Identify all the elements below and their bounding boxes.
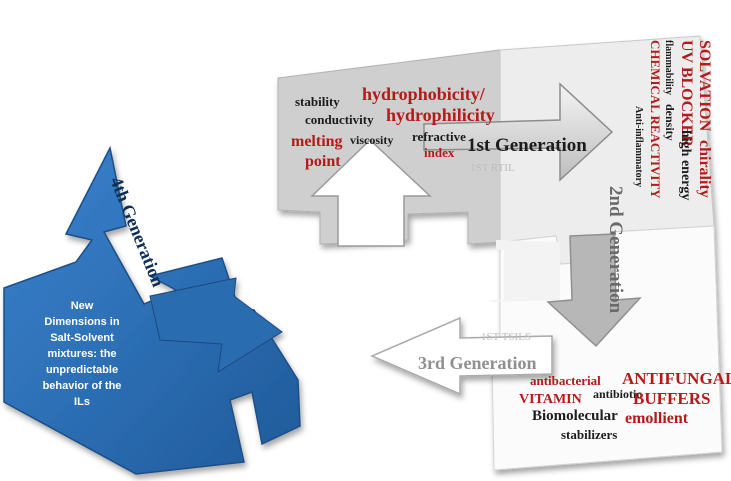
word-flammability: flammability <box>663 40 674 95</box>
word-index: index <box>424 145 455 160</box>
gen3-title: 3rd Generation <box>418 353 537 373</box>
gen4-inner-arrow <box>149 277 283 373</box>
word-uv-blocker: UV BLOCKER <box>678 40 695 147</box>
gen4-description: New Dimensions in Salt-Solvent mixtures:… <box>43 300 122 408</box>
gen4-line-6: behavior of the <box>43 380 122 392</box>
gen4-line-5: unpredictable <box>46 364 118 376</box>
gen4-line-1: New <box>71 300 94 312</box>
word-biomolecular: Biomolecular <box>532 408 618 424</box>
gen3-properties: antibacterial ANTIFUNGAL VITAMIN antibio… <box>519 369 731 442</box>
word-conductivity: conductivity <box>305 112 374 127</box>
gen1-up-arrow <box>310 138 432 247</box>
word-hydrophilicity: hydrophilicity <box>386 105 495 125</box>
word-buffers: BUFFERS <box>633 389 710 408</box>
gen4-line-4: mixtures: the <box>47 348 116 360</box>
word-point: point <box>305 153 341 170</box>
gen3-left-arrow <box>370 316 553 396</box>
word-hydrophobicity: hydrophobicity/ <box>362 84 486 104</box>
word-emollient: emollient <box>625 410 689 427</box>
word-solvation: SOLVATION <box>696 40 713 132</box>
gen4-blue-tile <box>3 145 301 475</box>
word-density: density <box>663 104 677 141</box>
gen1-right-arrow <box>423 82 614 182</box>
gen2-title: 2nd Generation <box>605 186 626 314</box>
word-stabilizers: stabilizers <box>561 427 617 442</box>
gen3-subtitle: 1ST TSILS <box>481 331 531 343</box>
gen1-properties: stability hydrophobicity/ conductivity h… <box>291 84 495 170</box>
gen4-line-2: Dimensions in <box>44 316 119 328</box>
gen2-down-arrow <box>546 233 642 348</box>
gen4-line-7: ILs <box>74 396 90 408</box>
word-refractive: refractive <box>412 129 466 144</box>
word-stability: stability <box>295 94 340 109</box>
word-viscosity: viscosity <box>350 133 393 147</box>
gen2-properties: SOLVATION chirality UV BLOCKER high ener… <box>633 40 713 200</box>
word-chirality: chirality <box>696 140 713 198</box>
gen4-piece <box>3 145 301 475</box>
word-antibacterial: antibacterial <box>530 373 601 388</box>
word-vitamin: VITAMIN <box>519 392 582 407</box>
word-melting: melting <box>291 133 343 150</box>
word-antifungal: ANTIFUNGAL <box>622 369 731 388</box>
word-anti-inflammatory: Anti-inflammatory <box>633 106 644 187</box>
word-antibiotic: antibiotic <box>593 387 642 401</box>
tile-gen3-arrow <box>492 240 560 302</box>
gen1-title: 1st Generation <box>467 135 587 156</box>
word-high-energy: high energy <box>678 130 693 200</box>
word-chemical-reactivity: CHEMICAL REACTIVITY <box>648 40 663 199</box>
gen4-line-3: Salt-Solvent <box>50 332 114 344</box>
gen1-subtitle: 1ST RTIL <box>470 162 515 174</box>
